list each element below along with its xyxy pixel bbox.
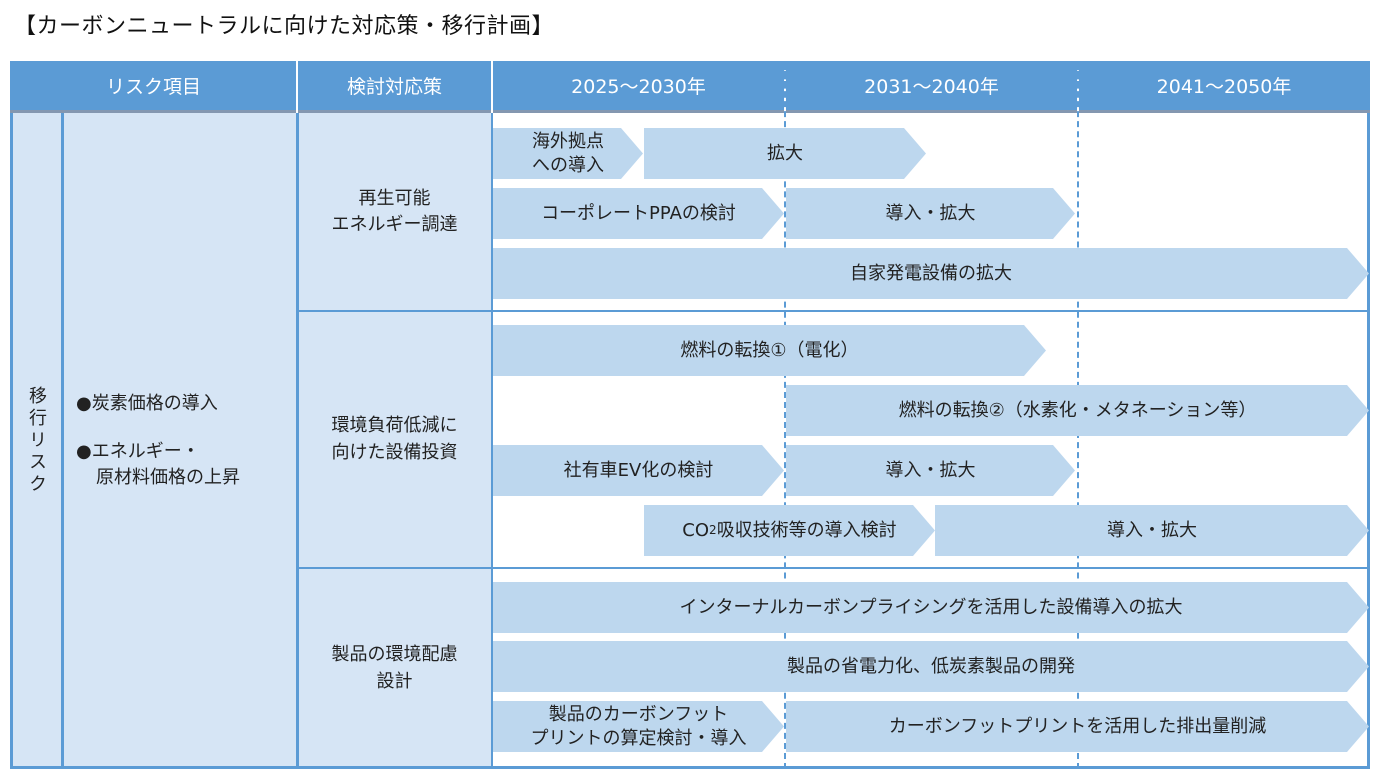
bar-corporate-ppa: コーポレートPPAの検討 (493, 188, 784, 239)
header-divider (491, 61, 493, 113)
measure-renewable: 再生可能 エネルギー調達 (297, 113, 492, 311)
bar-expand: 拡大 (644, 128, 926, 179)
measure-label: エネルギー調達 (331, 214, 458, 235)
border (297, 567, 1370, 569)
border (10, 113, 13, 769)
bar-label: 製品のカーボンフット (548, 704, 729, 726)
bar-internal-carbon-pricing: インターナルカーボンプライシングを活用した設備導入の拡大 (493, 582, 1369, 633)
measure-equipment-investment: 環境負荷低減に 向けた設備投資 (297, 311, 492, 568)
bar-co2-intro-expand: 導入・拡大 (935, 505, 1369, 556)
bar-ev-intro-expand: 導入・拡大 (786, 445, 1075, 496)
measure-label: 設計 (376, 670, 413, 692)
page-title: 【カーボンニュートラルに向けた対応策・移行計画】 (14, 14, 555, 39)
transition-plan-table: リスク項目 検討対応策 2025～2030年 2031～2040年 2041～2… (10, 61, 1370, 769)
border (1367, 113, 1370, 769)
bar-self-generation: 自家発電設備の拡大 (493, 248, 1369, 299)
header-measures: 検討対応策 (297, 61, 492, 113)
risk-items: ●炭素価格の導入 ●エネルギー・ 原材料価格の上昇 (62, 113, 297, 769)
measure-label: 環境負荷低減に (331, 415, 458, 437)
measure-label: 再生可能 (358, 187, 431, 209)
border (296, 113, 299, 769)
measure-product-design: 製品の環境配慮 設計 (297, 568, 492, 769)
bar-label: CO (682, 519, 710, 541)
risk-category: 移行リスク (10, 113, 62, 769)
risk-item-energy: ●エネルギー・ (76, 440, 200, 462)
bar-low-carbon-products: 製品の省電力化、低炭素製品の開発 (493, 641, 1369, 692)
border (297, 310, 1370, 312)
bar-fuel-conversion-2: 燃料の転換②（水素化・メタネーション等） (786, 385, 1369, 436)
measure-label: 向けた設備投資 (331, 441, 458, 463)
bar-label-subscript: 2 (709, 522, 717, 537)
bar-overseas-intro: 海外拠点 への導入 (493, 128, 643, 179)
header-period-2: 2031～2040年 (785, 61, 1078, 113)
bar-emission-reduction: カーボンフットプリントを活用した排出量削減 (786, 701, 1369, 752)
bar-intro-expand: 導入・拡大 (786, 188, 1075, 239)
header-period-3: 2041～2050年 (1078, 61, 1370, 113)
bar-label: プリントの算定検討・導入 (530, 727, 747, 749)
border (491, 113, 493, 769)
period-divider (784, 61, 786, 769)
bar-label: 吸収技術等の導入検討 (716, 519, 897, 541)
bar-label: 海外拠点 (532, 131, 604, 153)
bar-label: への導入 (532, 154, 604, 176)
border (10, 766, 1370, 769)
measure-label: 製品の環境配慮 (331, 644, 458, 666)
header-divider (296, 61, 298, 113)
bar-carbon-footprint-study: 製品のカーボンフット プリントの算定検討・導入 (493, 701, 784, 752)
bar-ev-study: 社有車EV化の検討 (493, 445, 784, 496)
risk-item-energy-cont: 原材料価格の上昇 (96, 467, 240, 489)
risk-item-carbon-price: ●炭素価格の導入 (76, 392, 218, 414)
header-risk-item: リスク項目 (10, 61, 297, 113)
bar-fuel-conversion-1: 燃料の転換①（電化） (493, 325, 1046, 376)
header-period-1: 2025～2030年 (492, 61, 785, 113)
border (61, 113, 64, 769)
